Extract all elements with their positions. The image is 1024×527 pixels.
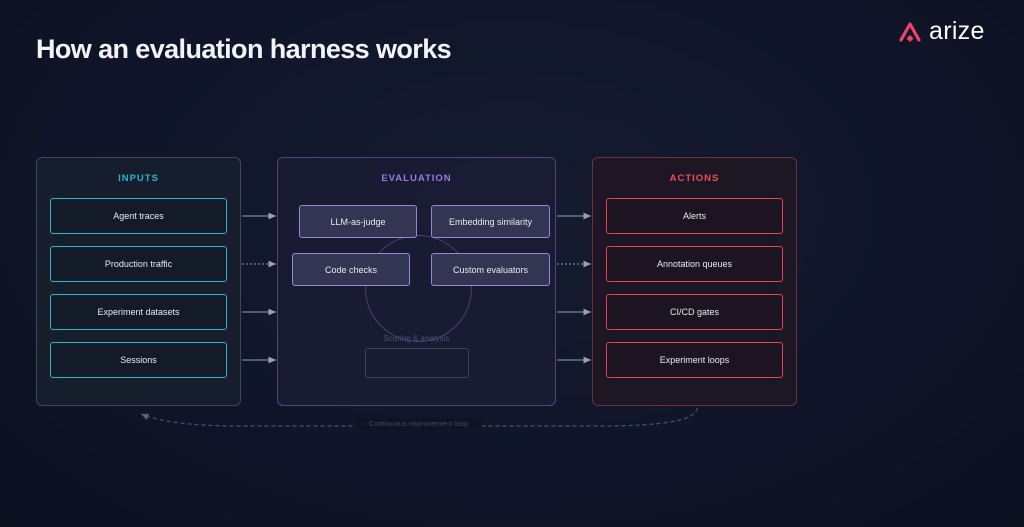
output-arrows xyxy=(557,212,591,364)
action-experiment-loops: Experiment loops xyxy=(606,342,783,378)
arize-logo: arize xyxy=(896,17,1004,48)
action-cicd-gates: CI/CD gates xyxy=(606,294,783,330)
page-title: How an evaluation harness works xyxy=(36,34,452,64)
input-agent-traces: Agent traces xyxy=(50,198,227,234)
inputs-panel: INPUTS Agent traces Production traffic E… xyxy=(36,157,241,406)
input-sessions: Sessions xyxy=(50,342,227,378)
improvement-loop-label: Continuous improvement loop xyxy=(356,419,481,429)
method-embedding-similarity: Embedding similarity xyxy=(431,205,550,238)
logo-text: arize xyxy=(929,17,985,45)
scoring-box xyxy=(365,348,469,378)
arize-logo-icon xyxy=(899,22,921,42)
method-code-checks: Code checks xyxy=(292,253,410,286)
scoring-label: Scoring & analysis xyxy=(383,334,450,343)
evaluation-hub-circle xyxy=(365,235,472,342)
input-experiment-datasets: Experiment datasets xyxy=(50,294,227,330)
evaluation-heading: EVALUATION xyxy=(381,173,452,184)
input-production-traffic: Production traffic xyxy=(50,246,227,282)
inputs-heading: INPUTS xyxy=(118,173,159,184)
input-arrows xyxy=(242,212,276,364)
action-alerts: Alerts xyxy=(606,198,783,234)
evaluation-panel: EVALUATION LLM-as-judge Embedding simila… xyxy=(277,157,556,406)
method-llm-as-judge: LLM-as-judge xyxy=(299,205,417,238)
actions-heading: ACTIONS xyxy=(669,173,720,184)
method-custom-evaluators: Custom evaluators xyxy=(431,253,550,286)
action-annotation-queues: Annotation queues xyxy=(606,246,783,282)
actions-panel: ACTIONS Alerts Annotation queues CI/CD g… xyxy=(592,157,797,406)
